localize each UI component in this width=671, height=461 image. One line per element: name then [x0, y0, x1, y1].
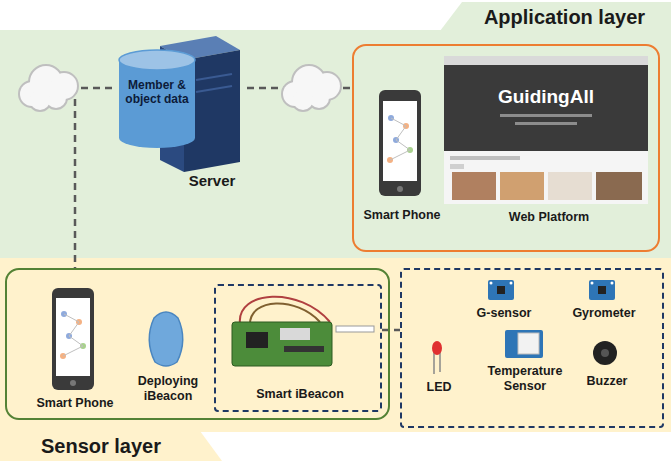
layer-band: Application layerMember & object dataSer… [0, 0, 671, 258]
dashed-link [75, 88, 112, 268]
node-label: Sensor layer [6, 434, 196, 458]
node-caption: Server [180, 172, 244, 190]
node-label: Web Platform [444, 210, 654, 225]
application-band [0, 30, 671, 258]
module-box: Smart iBeacon [214, 284, 382, 412]
web-screenshot [444, 56, 648, 204]
node-label: Application layer [462, 5, 667, 29]
sensor-node: Gyrometer [562, 276, 646, 322]
node-label: LED [416, 380, 462, 395]
application-tab [440, 2, 671, 31]
node-label: Smart iBeacon [216, 387, 384, 402]
beacon-board [232, 297, 374, 366]
led-icon [432, 341, 442, 374]
node-label: Deploying iBeacon [124, 374, 212, 404]
beacon-icon [149, 312, 183, 366]
layer-band: Sensor layer Smart Phone Deploying iBeacon… [0, 258, 671, 461]
gyrometer-icon [589, 280, 615, 300]
device-node: Smart Phone [358, 88, 446, 228]
device-node: Smart Phone [32, 284, 118, 414]
node-label: Smart Phone [358, 208, 446, 223]
sensor-node: G-sensor [464, 276, 544, 322]
buzzer-icon [593, 341, 617, 365]
phone-icon [52, 288, 94, 390]
device-node: Deploying iBeacon [124, 302, 212, 410]
node-label: Gyrometer [562, 306, 646, 321]
dashed-link [382, 329, 400, 332]
brand-text: GuidingAll [444, 86, 648, 109]
node-label: Member & object data [125, 78, 189, 107]
sensor-tab [0, 431, 222, 461]
node-label: Temperature Sensor [476, 364, 574, 394]
phone-icon [379, 90, 421, 196]
sensor-node: LED [416, 340, 462, 396]
node-label: Smart Phone [32, 396, 118, 411]
database-cylinder [119, 50, 195, 148]
g-sensor-icon [488, 280, 514, 300]
server-node: Member & object dataServer [112, 38, 247, 198]
node-label: G-sensor [464, 306, 544, 321]
group-box: Smart Phone Deploying iBeacon Smart iBeaco… [5, 268, 390, 420]
group-box: Smart PhoneWeb Platform [352, 44, 660, 252]
group-box: G-sensor GyrometerLED Temperature Sensor Bu… [400, 268, 664, 428]
sensor-node: Buzzer [578, 342, 636, 392]
platform-node: Web Platform [444, 54, 654, 230]
node-label: Buzzer [578, 374, 636, 389]
sensor-band [0, 258, 671, 432]
temperature-sensor-icon [505, 330, 543, 358]
sensor-node: Temperature Sensor [476, 330, 574, 398]
